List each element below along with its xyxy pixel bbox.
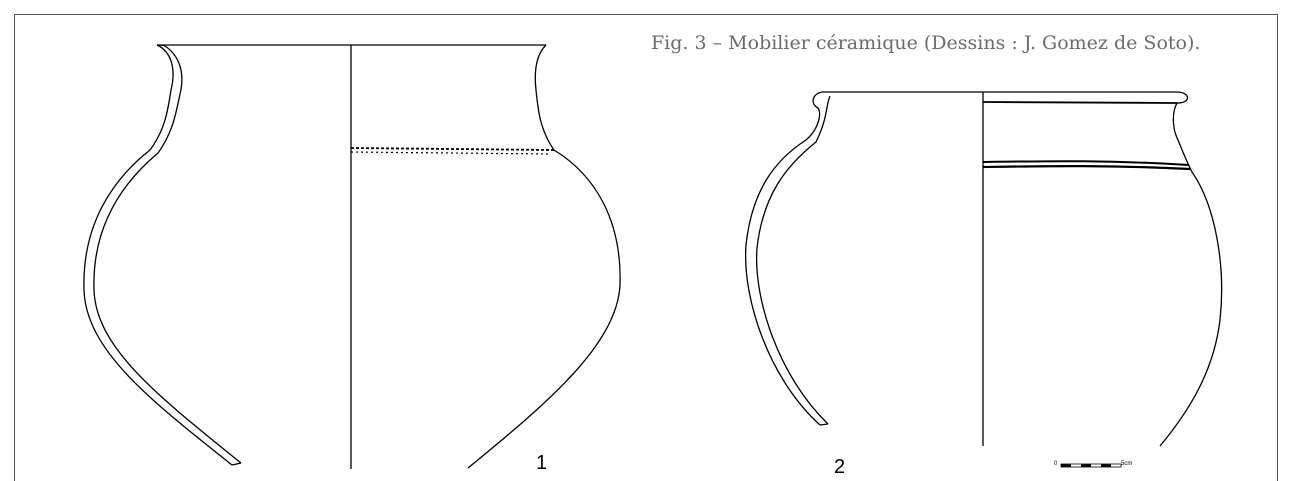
vessel-2-exterior-profile xyxy=(1159,102,1223,447)
vessel-1-exterior-profile xyxy=(467,44,621,469)
vessel-1-section-outer xyxy=(83,44,233,466)
scale-bar xyxy=(1060,463,1122,468)
vessel-2-groove xyxy=(982,160,1190,166)
vessel-2-section-outer xyxy=(744,91,823,426)
scale-bar-start-label: 0 xyxy=(1054,461,1058,467)
vessel-2-drawing xyxy=(744,91,1223,447)
figure-caption: Fig. 3 – Mobilier céramique (Dessins : J… xyxy=(651,32,1201,54)
vessel-1-drawing xyxy=(83,44,621,469)
vessel-2-section-inner xyxy=(755,95,831,425)
vessel-1-section-inner xyxy=(93,45,242,464)
vessel-1-decoration-band xyxy=(350,147,555,151)
vessel-2-label: 2 xyxy=(834,456,846,478)
scale-bar-end-label: 5cm xyxy=(1121,461,1133,467)
vessel-1-label: 1 xyxy=(536,452,548,474)
